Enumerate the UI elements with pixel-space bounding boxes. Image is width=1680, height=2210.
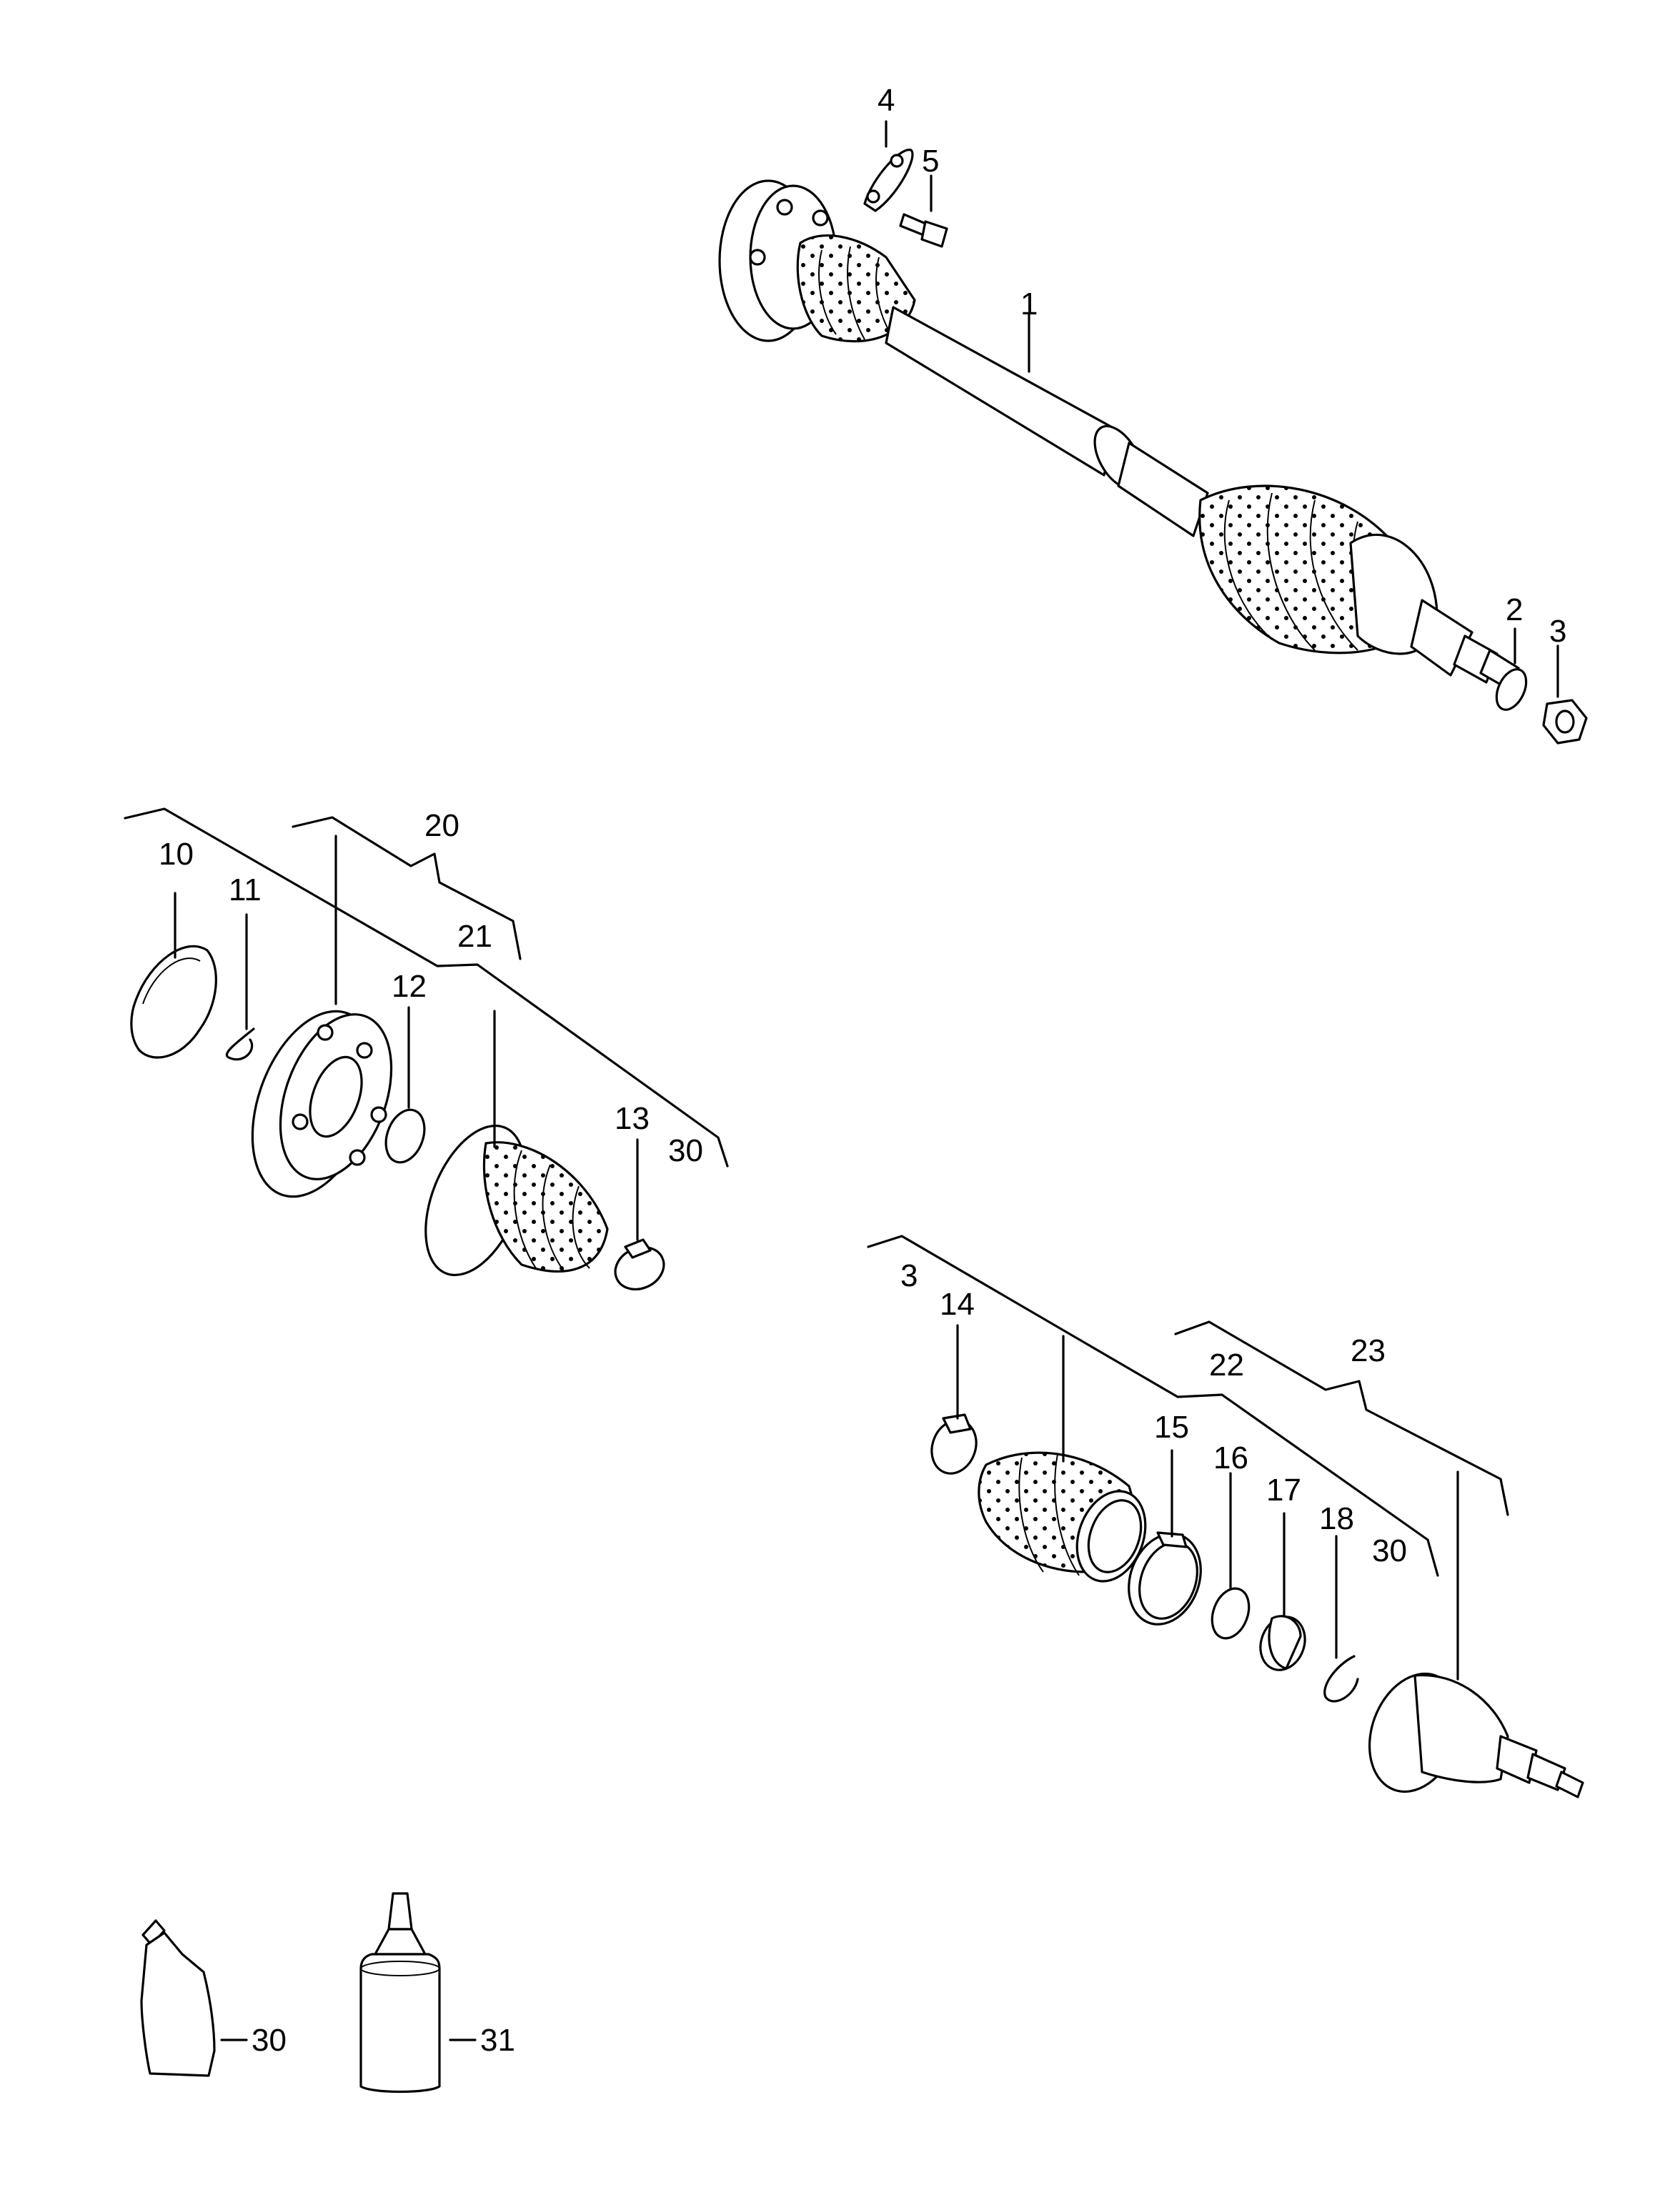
drive-shaft-assembly	[718, 179, 1520, 691]
leader-lines-top	[885, 120, 1559, 698]
bracket-30-right	[867, 1235, 1439, 1577]
outer-joint	[1349, 534, 1520, 691]
bracket-23	[1174, 1320, 1509, 1516]
inner-boot-part	[424, 1124, 609, 1277]
callout-2: 2	[1506, 592, 1523, 627]
callout-17: 17	[1266, 1473, 1301, 1508]
callout-4: 4	[878, 83, 895, 118]
shaft-bar	[885, 306, 1209, 537]
gasket-part	[130, 945, 217, 1059]
bolt-part	[899, 213, 948, 248]
callout-30-tube: 30	[252, 2023, 287, 2058]
callout-23: 23	[1351, 1333, 1386, 1368]
spacer-ring-part	[384, 1108, 426, 1164]
callout-30-right: 30	[1372, 1533, 1407, 1568]
outer-boot-part	[978, 1451, 1147, 1583]
inner-joint-kit	[124, 807, 729, 1290]
callout-10: 10	[159, 837, 194, 872]
circlip-part-right	[1323, 1655, 1359, 1703]
thrust-ring-part	[1211, 1587, 1251, 1640]
bracket-30-left	[124, 807, 729, 1168]
grease-tube-part	[140, 1919, 216, 2077]
inner-boot	[796, 234, 916, 343]
callout-13: 13	[615, 1101, 650, 1136]
callout-14: 14	[940, 1287, 975, 1322]
circlip-part-left	[225, 1027, 255, 1061]
washer-part	[1495, 668, 1528, 711]
outer-joint-kit	[867, 1235, 1584, 1798]
callout-labels: 1 2 3 4 5 10 11 12 13 20 21 30 3 14 15 1…	[159, 83, 1566, 2058]
hose-clamp-part	[614, 1238, 665, 1290]
callout-15: 15	[1154, 1410, 1189, 1445]
callout-30-left: 30	[668, 1133, 703, 1168]
sealant-bottle-part	[359, 1892, 441, 2094]
large-clamp-part	[1128, 1531, 1202, 1626]
callout-11: 11	[229, 872, 262, 907]
nut-part	[1542, 699, 1588, 745]
bracket-20	[292, 816, 522, 960]
callout-20: 20	[424, 808, 459, 843]
callout-22: 22	[1209, 1348, 1244, 1383]
small-clamp-part	[930, 1413, 978, 1475]
callout-18: 18	[1319, 1501, 1354, 1536]
callout-3-kit: 3	[900, 1258, 918, 1293]
callout-12: 12	[392, 969, 427, 1004]
locking-plate-part	[863, 149, 914, 212]
callout-5: 5	[922, 144, 939, 179]
callout-21: 21	[457, 919, 492, 954]
callout-1: 1	[1020, 287, 1038, 322]
cv-joint-part	[1368, 1672, 1584, 1798]
callout-3: 3	[1549, 614, 1566, 649]
joint-housing-part	[251, 1010, 393, 1198]
dished-washer-part	[1259, 1615, 1306, 1671]
callout-16: 16	[1213, 1440, 1248, 1475]
callout-31: 31	[480, 2023, 515, 2058]
